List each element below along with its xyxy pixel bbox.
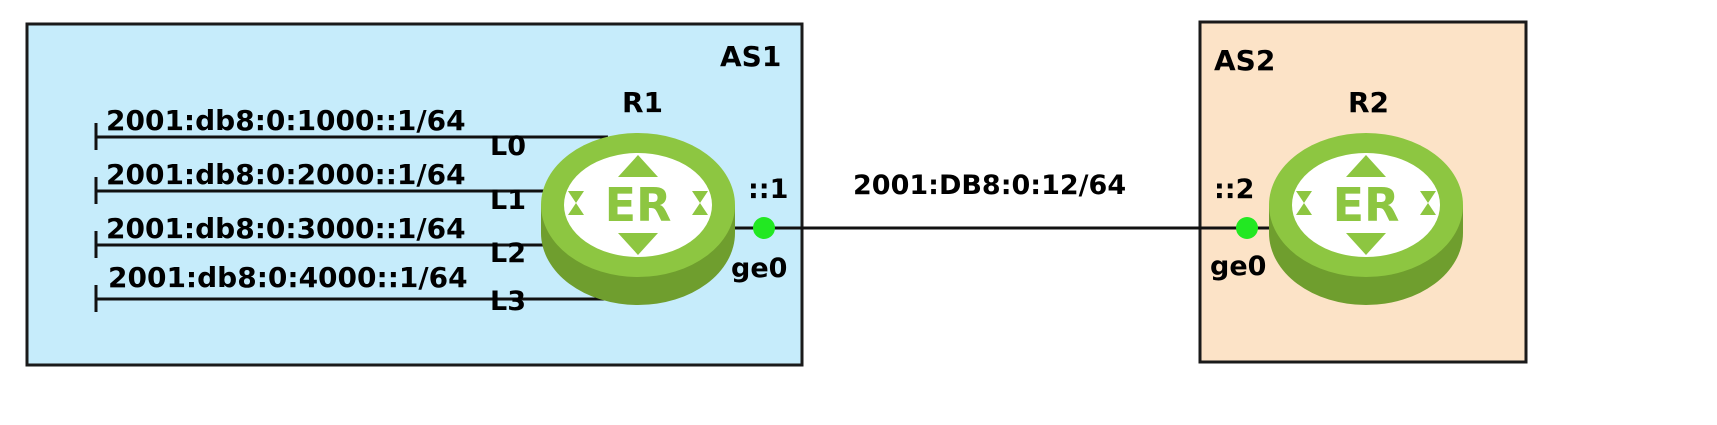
r2-ge0-port-dot[interactable] — [1236, 217, 1258, 239]
l0-label: L0 — [490, 131, 526, 162]
l3-prefix: 2001:db8:0:4000::1/64 — [108, 261, 468, 294]
as1-label: AS1 — [720, 40, 781, 73]
r2-label: R2 — [1348, 86, 1389, 119]
l0-prefix: 2001:db8:0:1000::1/64 — [106, 104, 466, 137]
loopback-lines — [94, 123, 608, 312]
l1-prefix: 2001:db8:0:2000::1/64 — [106, 158, 466, 191]
router-er-icon[interactable] — [541, 133, 735, 305]
link-subnet-label: 2001:DB8:0:12/64 — [853, 170, 1126, 201]
r2-ge0-addr: ::2 — [1214, 174, 1254, 205]
r1-label: R1 — [622, 86, 663, 119]
as2-label: AS2 — [1214, 44, 1275, 77]
r1-ge0-port-dot[interactable] — [753, 217, 775, 239]
l2-prefix: 2001:db8:0:3000::1/64 — [106, 212, 466, 245]
r1-ge0-addr: ::1 — [748, 174, 788, 205]
l3-label: L3 — [490, 286, 526, 317]
l2-label: L2 — [490, 238, 526, 269]
l1-label: L1 — [490, 185, 526, 216]
r1-ge0-label: ge0 — [731, 253, 787, 284]
r2-ge0-label: ge0 — [1210, 251, 1266, 282]
router-er-icon[interactable] — [1269, 133, 1463, 305]
